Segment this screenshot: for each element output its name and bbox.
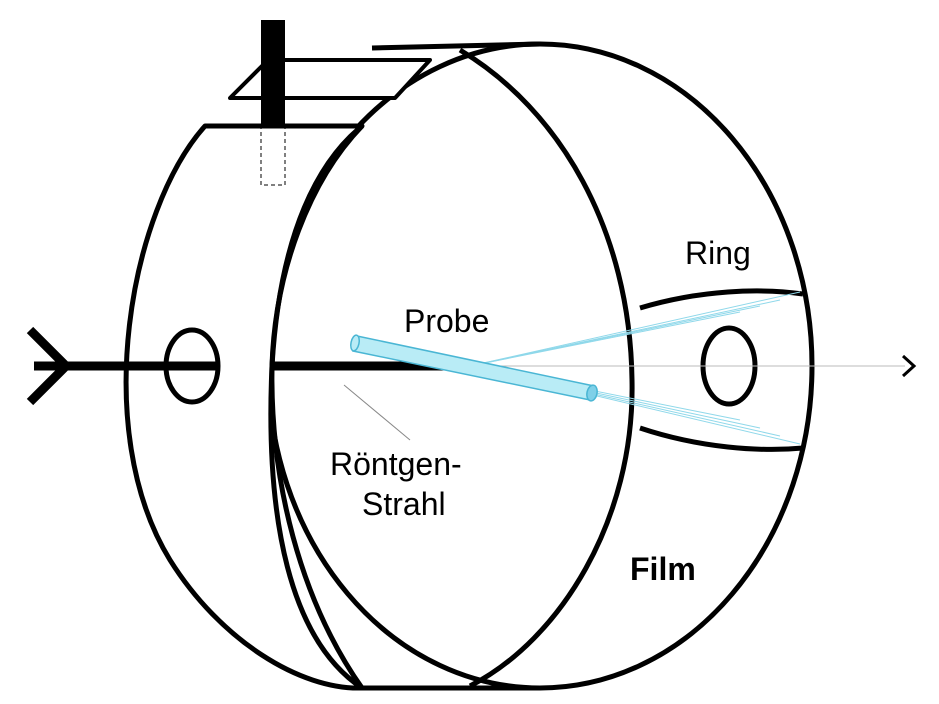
xray-beam-tail-icon [26,326,73,406]
sample-holder-hidden [260,127,286,186]
label-xray-line2: Strahl [362,486,446,522]
label-xray-line1: Röntgen- [330,446,462,482]
sample-capillary [349,334,598,402]
beam-exit-arrow-icon [901,354,917,378]
film-window [639,288,804,311]
label-ring: Ring [685,235,751,271]
sample-holder-rod [261,20,285,128]
film-front-arc [269,124,365,690]
film-window-bottom [639,425,804,452]
label-probe: Probe [404,303,489,339]
cylinder-top-edge [371,41,541,51]
top-lid [228,58,432,100]
label-film: Film [630,551,696,587]
front-lid [123,123,365,691]
film-inner-arc [458,47,635,689]
diffraction-cone [469,291,801,445]
xray-label-pointer [343,384,411,441]
